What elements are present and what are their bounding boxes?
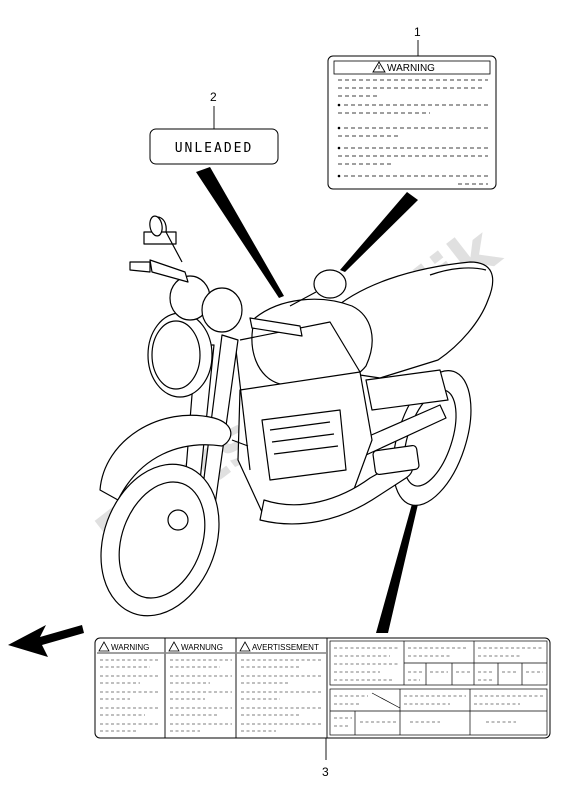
- headlight: [147, 312, 213, 398]
- warning-panel-fr: AVERTISSEMENT: [239, 641, 319, 652]
- spec-tables: [329, 640, 548, 736]
- motorcycle: [99, 215, 494, 617]
- callout-2-number: 2: [210, 90, 217, 104]
- warning-label-1-title: WARNING: [387, 63, 435, 74]
- mirror-right: [313, 269, 347, 299]
- warning-triangle-icon: [372, 61, 386, 73]
- front-wheel: [100, 463, 220, 617]
- panel-title-fr: AVERTISSEMENT: [252, 643, 319, 652]
- leader-2: [196, 167, 284, 298]
- unleaded-label: UNLEADED: [149, 128, 279, 165]
- callout-1: 1: [414, 25, 421, 56]
- unleaded-label-text: UNLEADED: [175, 141, 254, 156]
- handlebar-right: [249, 317, 303, 337]
- callout-3: 3: [322, 738, 329, 779]
- warning-panel-de: WARNUNG: [168, 641, 223, 652]
- warning-label-1: WARNING: [327, 55, 497, 190]
- callout-2: 2: [210, 90, 217, 129]
- panel-title-en: WARNING: [111, 643, 149, 652]
- panel-title-de: WARNUNG: [181, 643, 223, 652]
- callout-1-number: 1: [414, 25, 421, 39]
- leader-1: [340, 192, 418, 272]
- front-fender: [99, 414, 232, 501]
- fuel-tank: [251, 298, 373, 389]
- combined-warning-label: WARNING WARNUNG AVERTISSEMENT: [94, 637, 551, 739]
- direction-arrow-icon: [8, 625, 84, 657]
- warning-panel-en: WARNING: [98, 641, 149, 652]
- callout-3-number: 3: [322, 765, 329, 779]
- handlebar-left: [149, 259, 189, 283]
- tachometer: [201, 287, 243, 333]
